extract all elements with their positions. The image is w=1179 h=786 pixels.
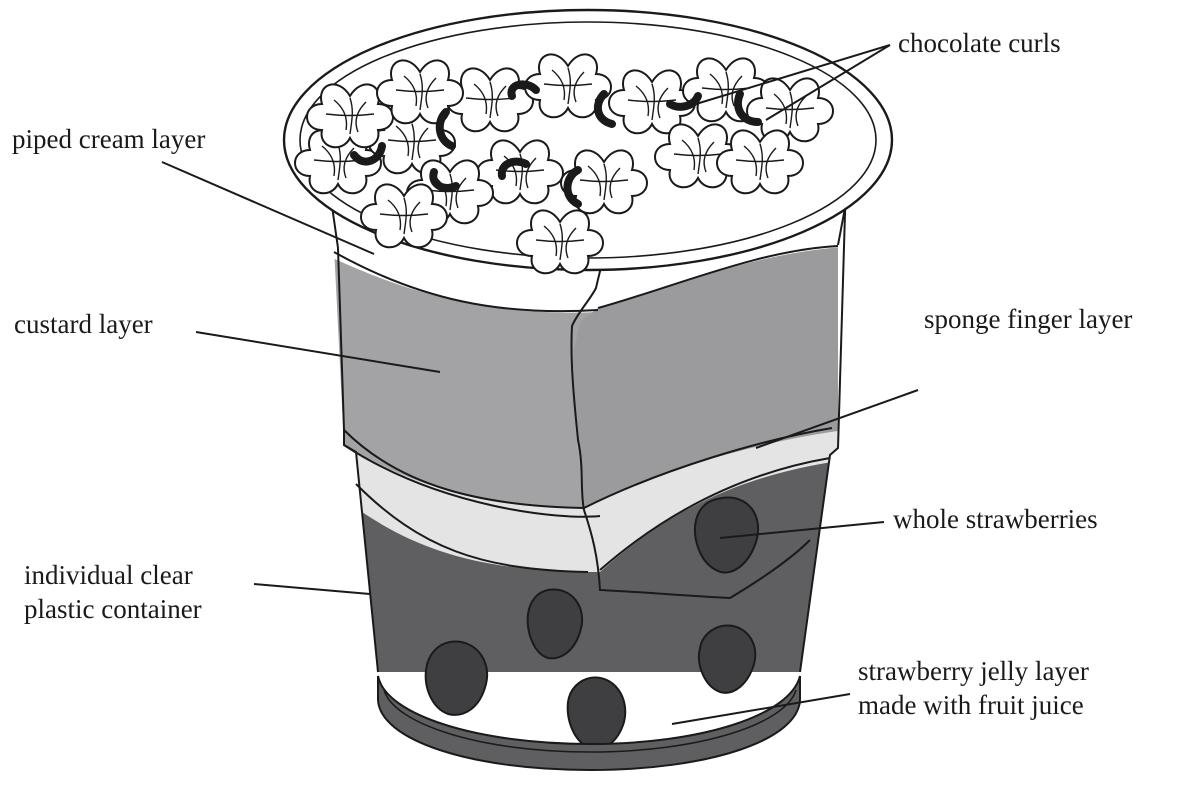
label-container-line1: individual clear <box>24 558 202 592</box>
label-jelly-line1: strawberry jelly layer <box>858 654 1089 688</box>
label-whole-strawberries: whole strawberries <box>893 502 1098 536</box>
label-sponge-finger-layer: sponge finger layer <box>924 302 1132 336</box>
strawberry-5 <box>699 625 755 692</box>
label-chocolate-curls: chocolate curls <box>898 26 1061 60</box>
label-piped-cream-layer: piped cream layer <box>12 122 205 156</box>
leader-container <box>254 584 370 594</box>
label-jelly-layer: strawberry jelly layer made with fruit j… <box>858 654 1089 722</box>
cup-layers <box>320 200 860 700</box>
strawberry-4 <box>568 678 626 749</box>
label-container: individual clear plastic container <box>24 558 202 626</box>
label-container-line2: plastic container <box>24 592 202 626</box>
label-custard-layer: custard layer <box>14 307 153 341</box>
label-jelly-line2: made with fruit juice <box>858 688 1089 722</box>
strawberry-3 <box>426 642 487 715</box>
